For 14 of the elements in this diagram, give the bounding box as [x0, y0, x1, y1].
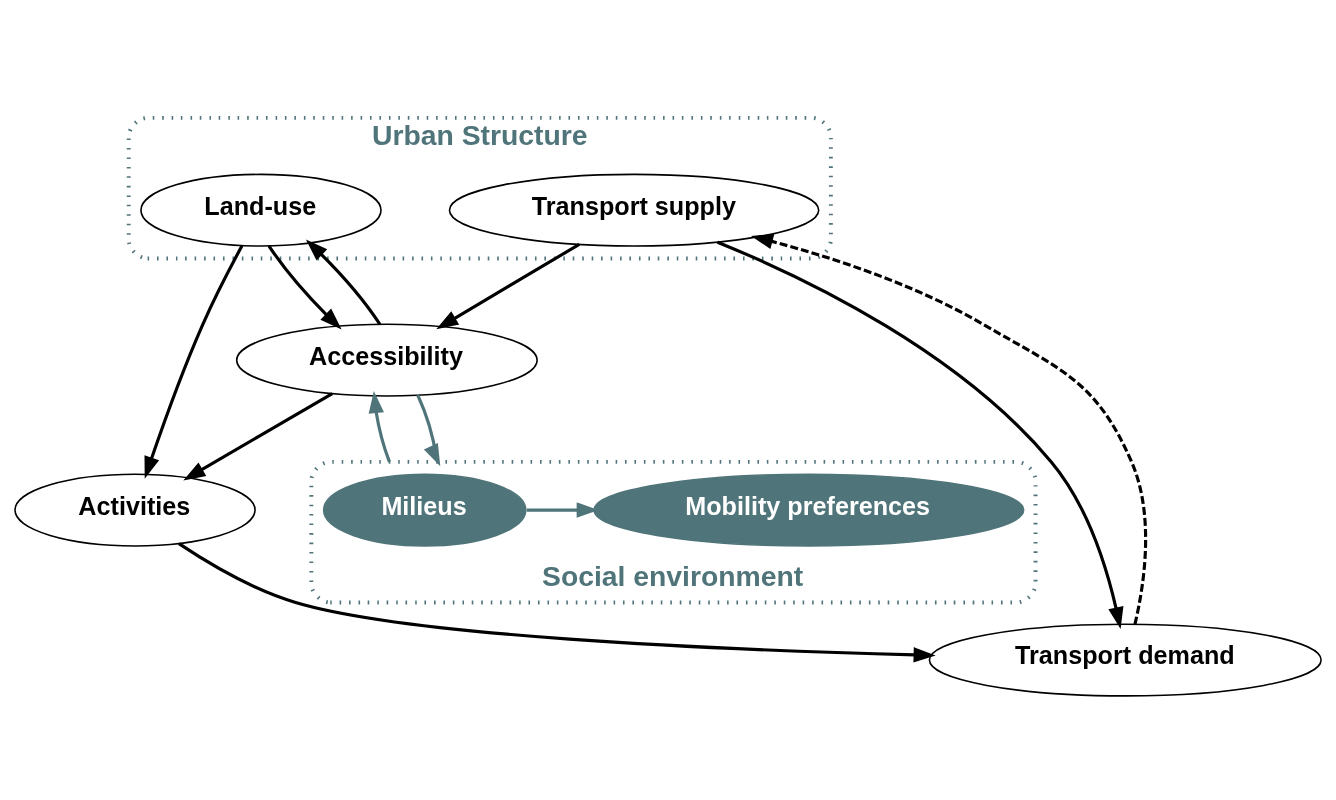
arrow: [416, 393, 441, 466]
arrow: [368, 390, 391, 462]
node-ellipse: Accessibility: [235, 323, 538, 397]
arrow: [183, 391, 334, 480]
arrow: [267, 244, 342, 330]
arrow: [144, 244, 244, 479]
node-ellipse: Land-use: [140, 173, 382, 247]
arrow: [305, 239, 382, 325]
arrow: [751, 233, 1148, 624]
node-ellipse: Mobility preferences: [593, 473, 1025, 547]
node-ellipse: Transport demand: [928, 622, 1322, 697]
node-ellipse: Activities: [14, 473, 256, 547]
node-ellipse: Milieus: [322, 473, 527, 547]
arrow: [178, 541, 936, 663]
